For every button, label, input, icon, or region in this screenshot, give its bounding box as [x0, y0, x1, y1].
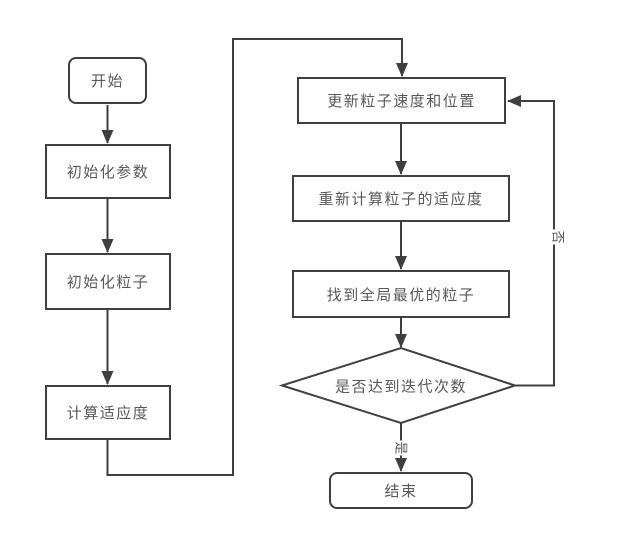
node-decision-label: 是否达到迭代次数 — [334, 378, 468, 396]
node-start-label: 开始 — [90, 73, 124, 90]
node-update-velocity-label: 更新粒子速度和位置 — [327, 93, 476, 110]
node-find-best-label: 找到全局最优的粒子 — [326, 286, 476, 304]
node-init-particles-label: 初始化粒子 — [66, 274, 150, 291]
node-update-velocity: 更新粒子速度和位置 — [297, 77, 506, 124]
node-start: 开始 — [68, 57, 147, 104]
node-calc-fitness-label: 计算适应度 — [66, 405, 150, 422]
edge-decision-no-loop — [507, 95, 555, 387]
node-calc-fitness: 计算适应度 — [45, 385, 171, 440]
node-recalc-fitness: 重新计算粒子的适应度 — [292, 175, 510, 222]
node-find-best: 找到全局最优的粒子 — [292, 270, 510, 318]
node-decision-diamond — [278, 346, 519, 425]
node-end: 结束 — [329, 472, 473, 509]
edge-fitness-to-update — [106, 38, 408, 476]
edge-label-yes: 是 — [392, 440, 410, 456]
node-init-params: 初始化参数 — [45, 144, 171, 199]
node-recalc-fitness-label: 重新计算粒子的适应度 — [318, 191, 484, 208]
node-end-label: 结束 — [384, 483, 418, 500]
edge-label-no: 否 — [549, 229, 567, 245]
node-init-params-label: 初始化参数 — [66, 164, 150, 181]
node-init-particles: 初始化粒子 — [45, 253, 171, 310]
